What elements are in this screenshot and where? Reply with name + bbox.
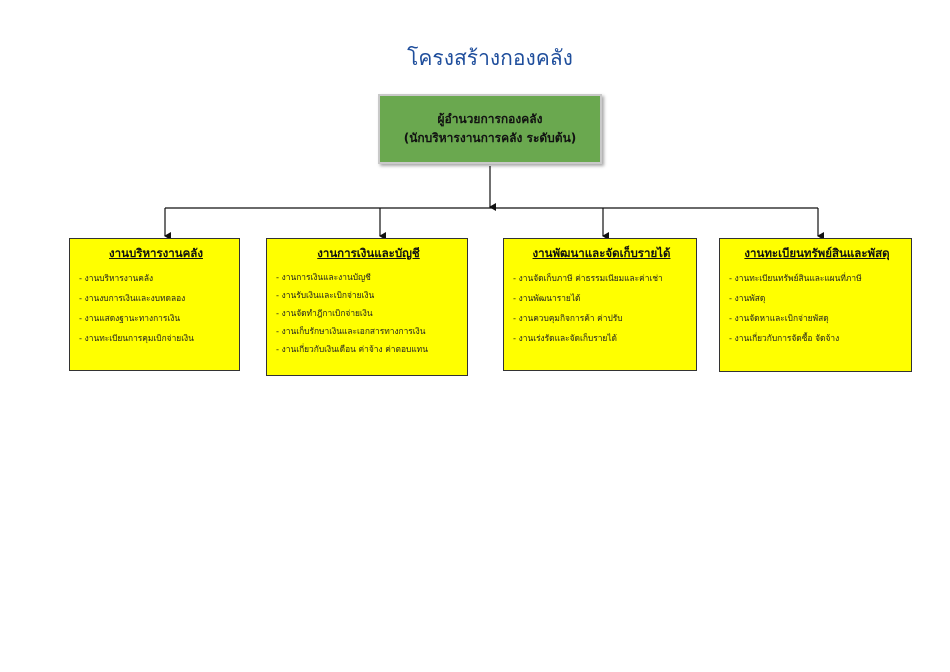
dept-box-assets-supplies: งานทะเบียนทรัพย์สินและพัสดุ - งานทะเบียน… xyxy=(719,238,912,372)
dept-item: - งานเก็บรักษาเงินและเอกสารทางการเงิน xyxy=(276,326,426,336)
dept-item: - งานพัสดุ xyxy=(729,293,766,303)
dept-title: งานบริหารงานคลัง xyxy=(109,246,203,260)
dept-item: - งานจัดหาและเบิกจ่ายพัสดุ xyxy=(729,313,829,323)
dept-item: - งานบริหารงานคลัง xyxy=(79,273,154,283)
dept-item: - งานพัฒนารายได้ xyxy=(513,293,581,303)
dept-title: งานการเงินและบัญชี xyxy=(317,246,420,260)
dept-item-list: - งานบริหารงานคลัง - งานงบการเงินและงบทด… xyxy=(79,268,233,348)
dept-item: - งานจัดเก็บภาษี ค่าธรรมเนียมและค่าเช่า xyxy=(513,273,663,283)
dept-item-list: - งานการเงินและงานบัญชี - งานรับเงินและเ… xyxy=(276,268,461,358)
dept-box-finance-accounting: งานการเงินและบัญชี - งานการเงินและงานบัญ… xyxy=(266,238,468,376)
dept-item: - งานเร่งรัดและจัดเก็บรายได้ xyxy=(513,333,617,343)
director-position: (นักบริหารงานการคลัง ระดับต้น) xyxy=(403,131,577,145)
dept-item: - งานงบการเงินและงบทดลอง xyxy=(79,293,186,303)
dept-box-finance-admin: งานบริหารงานคลัง - งานบริหารงานคลัง - งา… xyxy=(69,238,240,371)
dept-title: งานทะเบียนทรัพย์สินและพัสดุ xyxy=(744,246,890,260)
dept-item: - งานควบคุมกิจการค้า ค่าปรับ xyxy=(513,313,623,323)
dept-item: - งานรับเงินและเบิกจ่ายเงิน xyxy=(276,290,375,300)
dept-item: - งานเกี่ยวกับการจัดซื้อ จัดจ้าง xyxy=(729,333,840,343)
dept-item: - งานทะเบียนการคุมเบิกจ่ายเงิน xyxy=(79,333,194,343)
dept-item: - งานการเงินและงานบัญชี xyxy=(276,272,371,282)
director-title: ผู้อำนวยการกองคลัง xyxy=(437,112,543,126)
page-title: โครงสร้างกองคลัง xyxy=(407,46,573,70)
dept-item: - งานเกี่ยวกับเงินเดือน ค่าจ้าง ค่าตอบแท… xyxy=(276,344,428,354)
dept-box-revenue: งานพัฒนาและจัดเก็บรายได้ - งานจัดเก็บภาษ… xyxy=(503,238,697,371)
dept-item-list: - งานทะเบียนทรัพย์สินและแผนที่ภาษี - งาน… xyxy=(729,268,905,348)
director-box: ผู้อำนวยการกองคลัง (นักบริหารงานการคลัง … xyxy=(378,94,602,164)
dept-title: งานพัฒนาและจัดเก็บรายได้ xyxy=(532,246,671,260)
dept-item-list: - งานจัดเก็บภาษี ค่าธรรมเนียมและค่าเช่า … xyxy=(513,268,690,348)
dept-item: - งานทะเบียนทรัพย์สินและแผนที่ภาษี xyxy=(729,273,862,283)
dept-item: - งานแสดงฐานะทางการเงิน xyxy=(79,313,181,323)
dept-item: - งานจัดทำฎีกาเบิกจ่ายเงิน xyxy=(276,308,373,318)
